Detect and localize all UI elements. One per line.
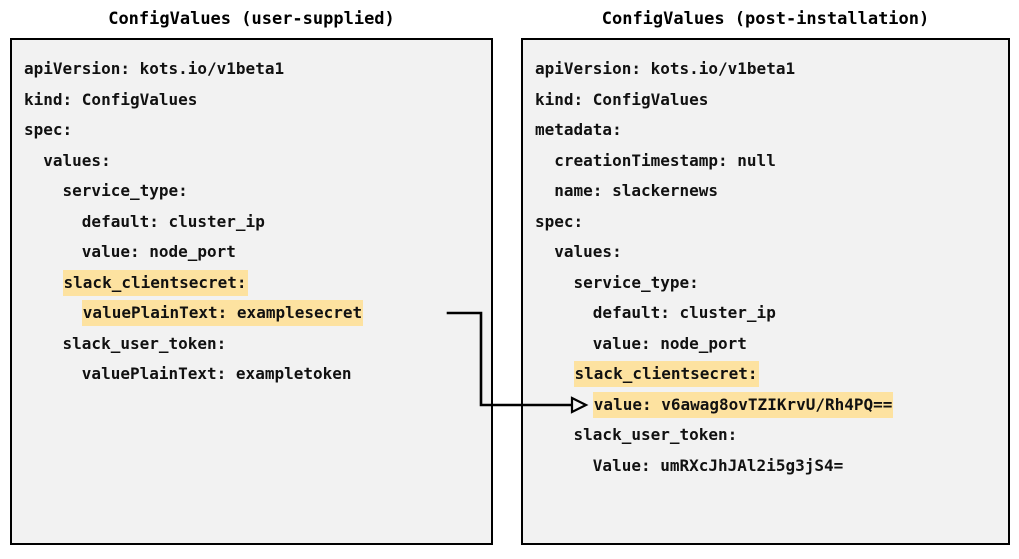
yaml-code-block-post-installation: apiVersion: kots.io/v1beta1 kind: ConfigV… [523, 40, 1008, 481]
yaml-indent [535, 456, 593, 475]
yaml-line: kind: ConfigValues [523, 85, 1008, 116]
yaml-line: Value: umRXcJhJAl2i5g3jS4= [523, 451, 1008, 482]
yaml-indent [535, 242, 554, 261]
yaml-line-text: creationTimestamp: null [554, 150, 776, 170]
yaml-line-text: slack_clientsecret: [573, 361, 759, 387]
yaml-line-text: slack_user_token: [62, 333, 227, 353]
yaml-indent [24, 242, 82, 261]
yaml-line: value: node_port [12, 237, 491, 268]
yaml-line: service_type: [12, 176, 491, 207]
yaml-line: kind: ConfigValues [12, 85, 491, 116]
yaml-line: slack_clientsecret: [523, 359, 1008, 390]
yaml-line-text: name: slackernews [554, 181, 719, 200]
yaml-line: apiVersion: kots.io/v1beta1 [12, 54, 491, 85]
yaml-indent [535, 395, 593, 414]
yaml-line: value: v6awag8ovTZIKrvU/Rh4PQ== [523, 390, 1008, 421]
yaml-indent [24, 334, 63, 353]
yaml-indent [535, 303, 593, 322]
yaml-line: slack_user_token: [12, 329, 491, 360]
panel-title-post-installation: ConfigValues (post-installation) [601, 9, 930, 29]
yaml-line-text: spec: [535, 211, 584, 231]
yaml-line: creationTimestamp: null [523, 146, 1008, 177]
yaml-line-text: default: cluster_ip [592, 303, 776, 322]
yaml-line-text: value: node_port [81, 242, 236, 261]
yaml-line: metadata: [523, 115, 1008, 146]
yaml-line-text: slack_clientsecret: [62, 269, 248, 296]
yaml-indent [24, 303, 82, 322]
yaml-line: service_type: [523, 268, 1008, 299]
yaml-line-text: default: cluster_ip [81, 211, 265, 231]
yaml-line-text: Value: umRXcJhJAl2i5g3jS4= [592, 455, 844, 475]
yaml-line-text: service_type: [573, 272, 699, 292]
yaml-line: valuePlainText: examplesecret [12, 298, 491, 329]
yaml-line-text: apiVersion: kots.io/v1beta1 [24, 59, 285, 78]
yaml-line-text: values: [43, 150, 111, 170]
yaml-line-text: value: v6awag8ovTZIKrvU/Rh4PQ== [592, 391, 894, 418]
yaml-line-text: spec: [24, 120, 73, 139]
yaml-code-block-user-supplied: apiVersion: kots.io/v1beta1 kind: ConfigV… [12, 40, 491, 390]
config-values-panel-user-supplied: apiVersion: kots.io/v1beta1 kind: ConfigV… [10, 38, 493, 545]
yaml-line: spec: [523, 207, 1008, 238]
yaml-line-text: service_type: [62, 181, 188, 200]
yaml-indent [24, 364, 82, 383]
yaml-line: apiVersion: kots.io/v1beta1 [523, 54, 1008, 85]
yaml-line-text: slack_user_token: [573, 425, 738, 444]
yaml-indent [535, 151, 554, 170]
yaml-indent [24, 181, 63, 200]
panel-title-user-supplied: ConfigValues (user-supplied) [108, 9, 395, 29]
yaml-line-text: value: node_port [592, 333, 747, 353]
yaml-indent [535, 181, 554, 200]
yaml-line: valuePlainText: exampletoken [12, 359, 491, 390]
yaml-line: slack_user_token: [523, 420, 1008, 451]
yaml-line: default: cluster_ip [12, 207, 491, 238]
yaml-line: values: [523, 237, 1008, 268]
yaml-indent [24, 212, 82, 231]
yaml-line: value: node_port [523, 329, 1008, 360]
yaml-indent [535, 364, 574, 383]
yaml-line-text: apiVersion: kots.io/v1beta1 [535, 59, 796, 78]
yaml-line-text: metadata: [535, 120, 622, 139]
yaml-line: slack_clientsecret: [12, 268, 491, 299]
yaml-line-text: kind: ConfigValues [535, 89, 709, 109]
yaml-line: name: slackernews [523, 176, 1008, 207]
yaml-indent [535, 425, 574, 444]
config-values-panel-post-installation: apiVersion: kots.io/v1beta1 kind: ConfigV… [521, 38, 1010, 545]
yaml-indent [535, 334, 593, 353]
yaml-line-text: kind: ConfigValues [24, 89, 198, 109]
yaml-line-text: valuePlainText: examplesecret [81, 300, 364, 326]
yaml-line: spec: [12, 115, 491, 146]
yaml-indent [24, 273, 63, 292]
yaml-line-text: valuePlainText: exampletoken [81, 364, 352, 383]
yaml-indent [535, 273, 574, 292]
yaml-line-text: values: [554, 242, 622, 261]
yaml-line: default: cluster_ip [523, 298, 1008, 329]
yaml-indent [24, 151, 43, 170]
yaml-line: values: [12, 146, 491, 177]
